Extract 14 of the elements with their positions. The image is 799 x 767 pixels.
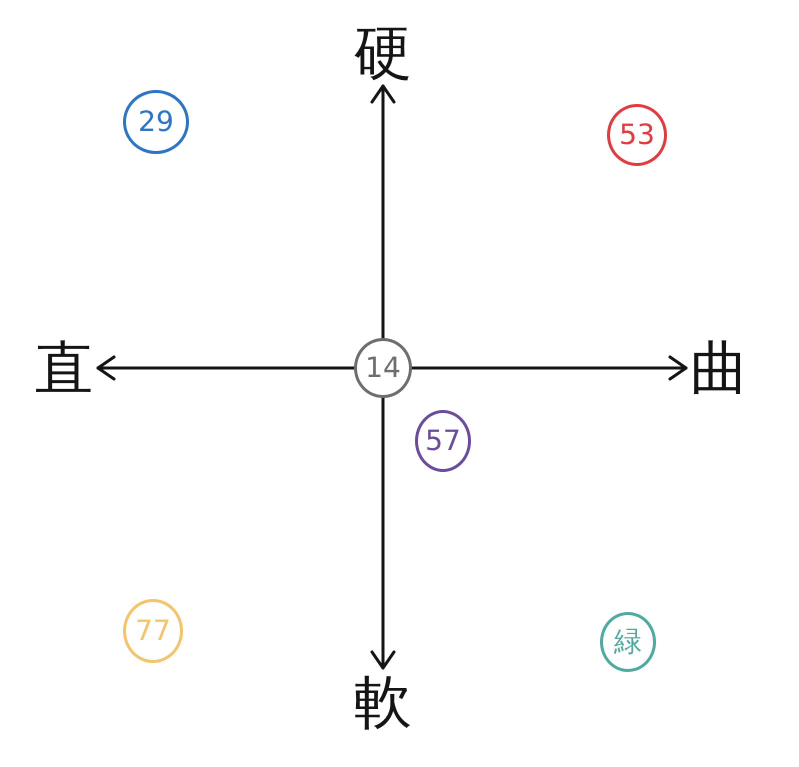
- axis-arrow: [96, 356, 356, 380]
- axis-arrow: [410, 356, 688, 380]
- axis-label: 直: [30, 335, 98, 401]
- circled-label: 29: [123, 90, 189, 154]
- axis-label: 曲: [686, 335, 752, 401]
- circled-label: 77: [123, 599, 183, 663]
- circled-label: 緑: [600, 612, 656, 672]
- circled-label: 57: [415, 410, 471, 472]
- axis-arrow: [370, 84, 396, 340]
- circled-label: 53: [607, 104, 667, 166]
- circled-label: 14: [354, 338, 412, 398]
- axis-label: 硬: [348, 20, 418, 86]
- axis-arrow: [370, 396, 396, 670]
- axis-label: 軟: [348, 668, 418, 736]
